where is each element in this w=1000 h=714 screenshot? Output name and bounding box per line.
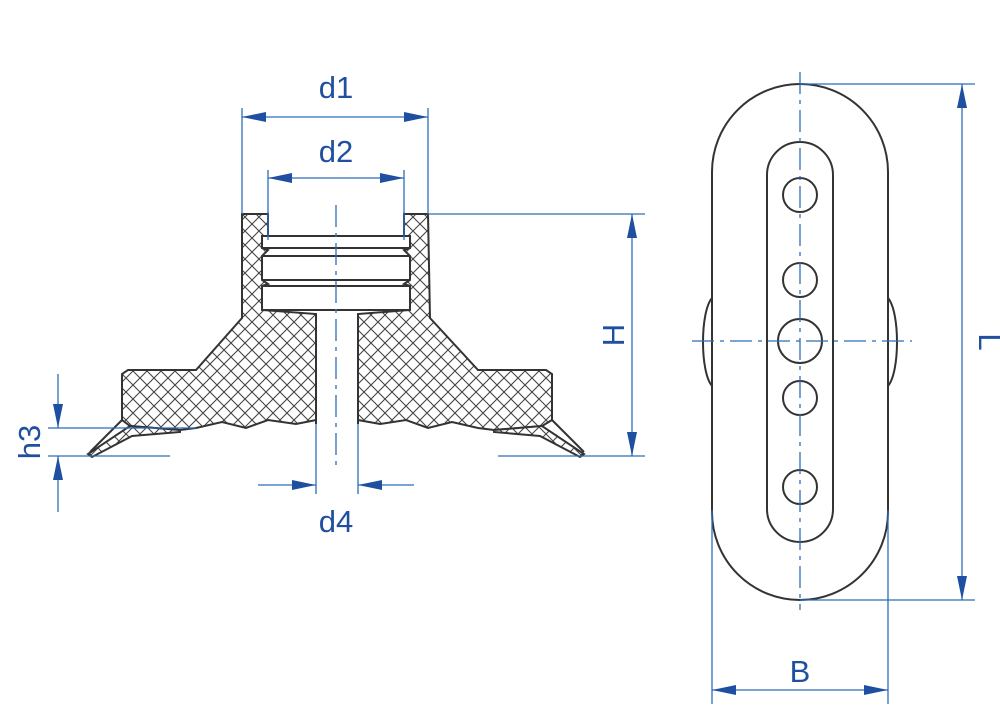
section-body-right xyxy=(357,213,553,432)
d4-arrow-right xyxy=(358,480,382,490)
d1-label: d1 xyxy=(319,70,353,105)
side-bump-left xyxy=(702,297,713,387)
d1-arrow-right xyxy=(404,112,428,122)
d2-label: d2 xyxy=(319,134,353,169)
H-arrow-top xyxy=(627,214,637,238)
d2-arrow-right xyxy=(380,173,404,183)
H-arrow-bottom xyxy=(627,432,637,456)
bore xyxy=(315,314,359,424)
side-bump-right xyxy=(887,297,898,387)
lip-edge xyxy=(89,419,585,453)
L-arrow-bottom xyxy=(957,576,967,600)
B-arrow-left xyxy=(712,685,736,695)
section-body-left xyxy=(121,213,317,432)
section-view: d1 d2 H h3 d4 xyxy=(12,70,645,539)
top-view: L B xyxy=(692,72,1000,704)
L-arrow-top xyxy=(957,84,967,108)
B-label: B xyxy=(790,654,811,689)
L-label: L xyxy=(972,333,1000,350)
d4-label: d4 xyxy=(319,504,353,539)
d1-arrow-left xyxy=(242,112,266,122)
d4-arrow-left xyxy=(292,480,316,490)
lip-right xyxy=(493,424,586,459)
h3-arrow-top xyxy=(53,404,63,428)
H-label: H xyxy=(596,324,631,346)
h3-arrow-bottom xyxy=(53,456,63,480)
B-arrow-right xyxy=(864,685,888,695)
lip-left xyxy=(86,424,181,459)
d2-arrow-left xyxy=(268,173,292,183)
h3-label: h3 xyxy=(12,425,47,459)
